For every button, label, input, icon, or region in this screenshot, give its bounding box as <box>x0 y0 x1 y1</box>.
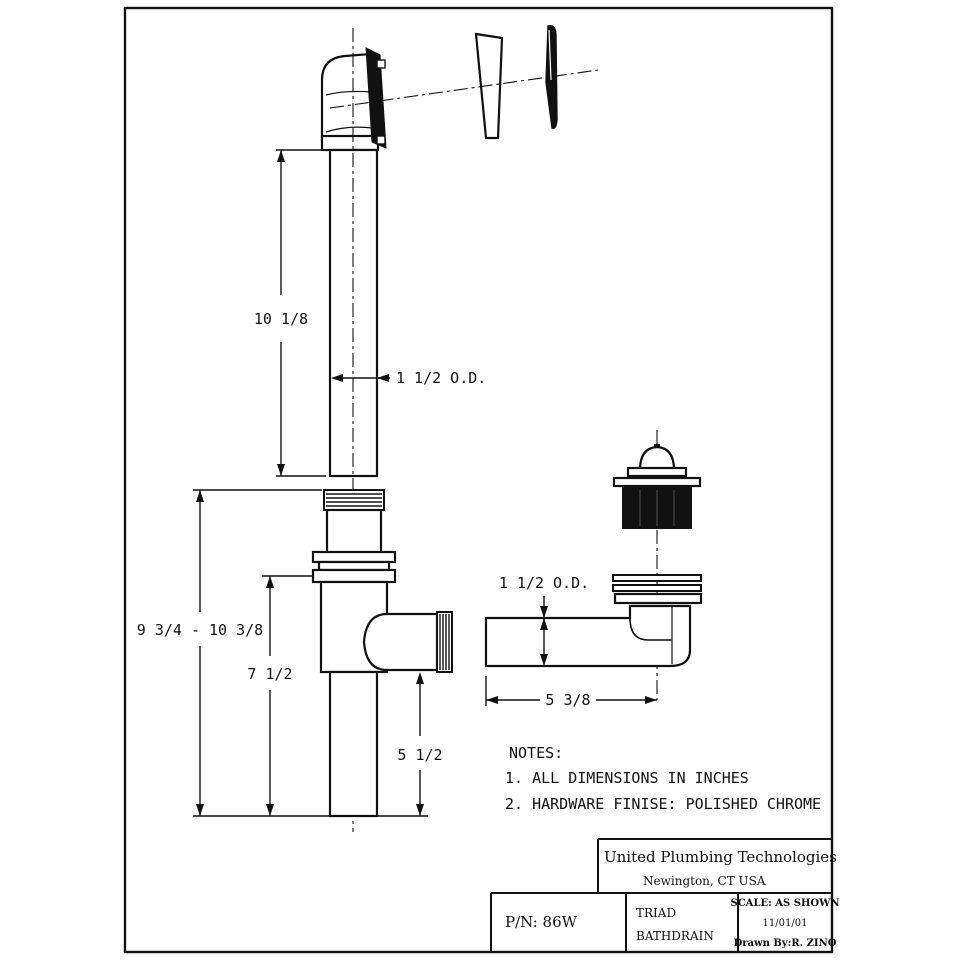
note-item-1: 1. ALL DIMENSIONS IN INCHES <box>505 769 749 787</box>
dim-total-height-label: 9 3/4 - 10 3/8 <box>137 621 263 639</box>
company-name: United Plumbing Technologies <box>604 848 837 866</box>
overflow-elbow <box>320 47 387 152</box>
notes: NOTES: 1. ALL DIMENSIONS IN INCHES 2. HA… <box>505 744 821 813</box>
title-block <box>490 838 832 952</box>
dim-tailpiece-length <box>377 672 428 817</box>
scale-label: SCALE: AS SHOWN <box>731 898 840 909</box>
dim-total-height <box>193 489 330 817</box>
tee-body <box>319 580 453 674</box>
tee-coupling <box>311 489 397 584</box>
dim-overflow-od <box>331 374 390 382</box>
company-location: Newington, CT USA <box>643 874 766 888</box>
dim-tee-height <box>262 575 312 816</box>
dim-overflow-length-label: 10 1/8 <box>254 310 308 328</box>
dim-tailpiece-length-label: 5 1/2 <box>397 746 442 764</box>
drain-shoe <box>484 592 703 668</box>
dim-shoe-od <box>540 596 548 666</box>
note-item-2: 2. HARDWARE FINISE: POLISHED CHROME <box>505 795 821 813</box>
drain-gasket <box>612 574 702 592</box>
drawn-by: Drawn By:R. ZINO <box>734 938 837 949</box>
dim-overflow-length <box>276 149 326 477</box>
dim-shoe-length-label: 5 3/8 <box>545 691 590 709</box>
product-name-line1: TRIAD <box>636 906 676 920</box>
dim-shoe-od-label: 1 1/2 O.D. <box>499 574 589 592</box>
dim-tee-height-label: 7 1/2 <box>247 665 292 683</box>
overflow-faceplate <box>545 25 558 130</box>
part-number: P/N: 86W <box>505 913 578 931</box>
dim-shoe-length <box>485 676 657 706</box>
product-name-line2: BATHDRAIN <box>636 929 714 943</box>
notes-heading: NOTES: <box>509 744 563 762</box>
overflow-centerline <box>329 69 599 109</box>
dim-overflow-od-label: 1 1/2 O.D. <box>396 369 486 387</box>
drawing-date: 11/01/01 <box>763 918 808 929</box>
tee-nut-flange <box>311 550 397 564</box>
drain-stopper <box>612 430 702 529</box>
sheet-border <box>123 6 834 954</box>
overflow-elbow-collar <box>320 134 380 152</box>
tee-outlet-thread <box>436 611 453 673</box>
tee-side-outlet <box>362 612 439 672</box>
tailpiece <box>328 670 379 818</box>
